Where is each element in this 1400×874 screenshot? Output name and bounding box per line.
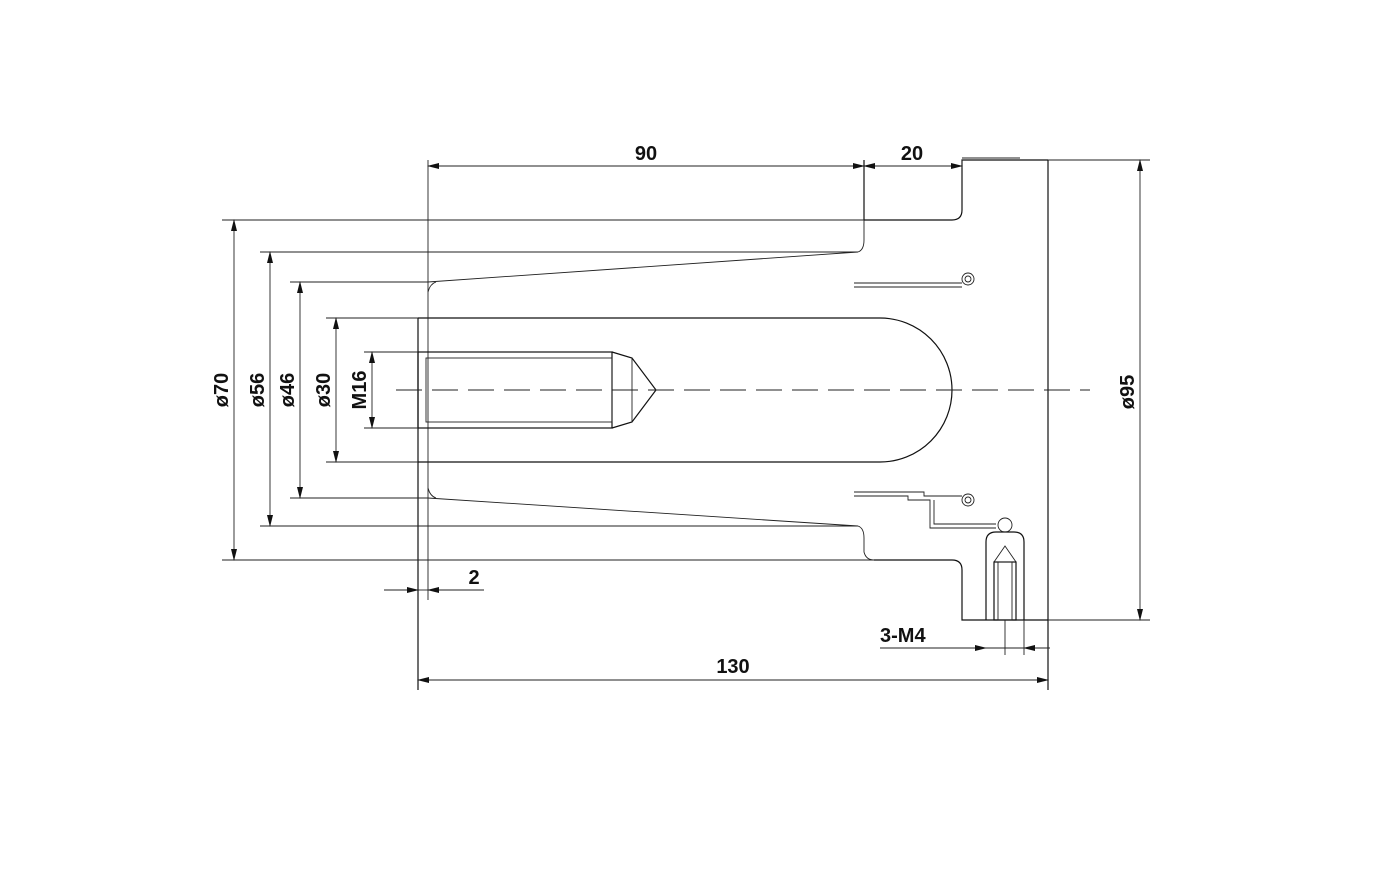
label-130: 130 [716, 656, 749, 678]
lower-flange-edge [874, 559, 1048, 621]
lower-taper [427, 497, 859, 527]
part-outline [417, 157, 1049, 690]
upper-taper-fillet [427, 281, 437, 293]
label-2: 2 [468, 567, 479, 589]
lower-taper-fillet [427, 487, 437, 499]
dimension-lines [231, 159, 1143, 683]
m4-screw [985, 517, 1025, 655]
label-dia-30: ø30 [313, 373, 335, 407]
label-dia-70: ø70 [211, 373, 233, 407]
label-dia-56: ø56 [247, 373, 269, 407]
upper-step [857, 220, 865, 253]
label-dia-46: ø46 [277, 373, 299, 407]
upper-flange-edge [864, 159, 1048, 221]
label-m16: M16 [349, 371, 371, 410]
dimension-labels: 90 20 130 2 3-M4 ø70 ø56 ø46 ø30 M16 ø95 [211, 143, 1139, 678]
label-dia-95: ø95 [1117, 375, 1139, 409]
upper-spring-clip [854, 272, 975, 288]
upper-taper [427, 251, 859, 283]
lower-spring-clip [854, 491, 996, 529]
label-3m4: 3-M4 [880, 625, 926, 647]
lower-step [857, 525, 875, 561]
label-90: 90 [635, 143, 657, 165]
label-20: 20 [901, 143, 923, 165]
